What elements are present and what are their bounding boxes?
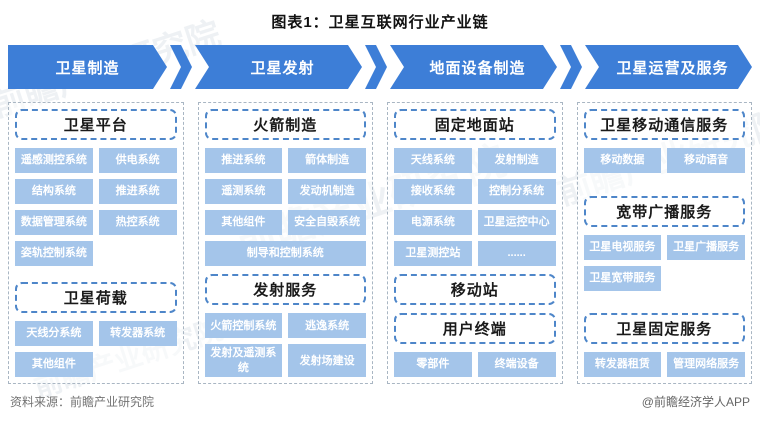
- section-title: 移动站: [394, 274, 556, 305]
- section-satellite-platform: 卫星平台 遥感测控系统 供电系统 结构系统 推进系统 数据管理系统 热控系统 姿…: [15, 109, 177, 266]
- stage-arrow-satellite-manufacturing: 卫星制造: [8, 45, 167, 89]
- chevron-separator-icon: [365, 45, 387, 89]
- stage-arrow-operation-services: 卫星运营及服务: [585, 45, 752, 89]
- chain-item: 其他组件: [15, 352, 93, 377]
- section-fixed-satellite-services: 卫星固定服务 转发器租赁 管理网络服务: [583, 313, 745, 377]
- section-mobile-station: 移动站: [394, 274, 556, 305]
- section-rocket-manufacturing: 火箭制造 推进系统 箭体制造 遥测系统 发动机制造 其他组件 安全自毁系统 制导…: [204, 109, 366, 266]
- section-items: 遥感测控系统 供电系统 结构系统 推进系统 数据管理系统 热控系统 姿轨控制系统: [15, 148, 177, 266]
- chain-item: 其他组件: [204, 210, 283, 235]
- section-title: 宽带广播服务: [583, 195, 745, 227]
- chain-item: 发射制造: [477, 148, 556, 173]
- chain-item: 结构系统: [15, 179, 93, 204]
- chain-item: 姿轨控制系统: [15, 241, 93, 266]
- section-launch-services: 发射服务 火箭控制系统 逃逸系统 发射及遥测系统 发射场建设: [204, 274, 366, 377]
- section-fixed-ground-station: 固定地面站 天线系统 发射制造 接收系统 控制分系统 电源系统 卫星运控中心 卫…: [394, 109, 556, 266]
- credit-note: @前瞻经济学人APP: [641, 395, 750, 409]
- section-items: 卫星电视服务 卫星广播服务 卫星宽带服务: [583, 234, 745, 291]
- chain-item: 发射场建设: [288, 344, 366, 377]
- chain-item: 制导和控制系统: [204, 241, 366, 266]
- section-items: 天线分系统 转发器系统 其他组件: [15, 321, 177, 377]
- chain-item: 遥测系统: [204, 179, 283, 204]
- section-title: 卫星移动通信服务: [583, 109, 745, 140]
- section-user-terminal: 用户终端 零部件 终端设备: [394, 313, 556, 377]
- section-items: 火箭控制系统 逃逸系统 发射及遥测系统 发射场建设: [204, 313, 366, 377]
- section-items: 天线系统 发射制造 接收系统 控制分系统 电源系统 卫星运控中心 卫星测控站 .…: [394, 148, 556, 266]
- chain-item: 移动数据: [583, 148, 662, 173]
- chain-item: 卫星运控中心: [477, 210, 556, 235]
- chain-item: 控制分系统: [477, 179, 556, 204]
- chain-item: 零部件: [394, 352, 472, 377]
- stage-arrow-satellite-launch: 卫星发射: [195, 45, 362, 89]
- column-operation-services: 卫星移动通信服务 移动数据 移动语音 宽带广播服务 卫星电视服务 卫星广播服务 …: [576, 102, 752, 384]
- chain-item: 终端设备: [477, 352, 556, 377]
- section-title: 火箭制造: [204, 109, 366, 140]
- section-title: 卫星平台: [15, 109, 177, 140]
- chain-item: 发射及遥测系统: [204, 344, 283, 377]
- industry-chain-diagram: 图表1：卫星互联网行业产业链 卫星制造 卫星发射 地面设备制造 卫星运营及服务 …: [8, 14, 752, 410]
- chain-columns: 卫星平台 遥感测控系统 供电系统 结构系统 推进系统 数据管理系统 热控系统 姿…: [8, 102, 752, 384]
- column-ground-equipment: 固定地面站 天线系统 发射制造 接收系统 控制分系统 电源系统 卫星运控中心 卫…: [387, 102, 563, 384]
- section-satellite-payload: 卫星荷载 天线分系统 转发器系统 其他组件: [15, 282, 177, 377]
- chain-item: 发动机制造: [288, 179, 366, 204]
- chain-item: 卫星测控站: [394, 241, 472, 266]
- chain-item: 火箭控制系统: [204, 313, 283, 339]
- chain-item: 遥感测控系统: [15, 148, 93, 173]
- section-title: 用户终端: [394, 313, 556, 344]
- section-broadband-broadcast-services: 宽带广播服务 卫星电视服务 卫星广播服务 卫星宽带服务: [583, 195, 745, 291]
- chain-item: 卫星宽带服务: [583, 265, 662, 291]
- source-note: 资料来源：前瞻产业研究院: [10, 395, 155, 409]
- section-title: 卫星固定服务: [583, 313, 745, 344]
- column-satellite-manufacturing: 卫星平台 遥感测控系统 供电系统 结构系统 推进系统 数据管理系统 热控系统 姿…: [8, 102, 184, 384]
- section-title: 发射服务: [204, 274, 366, 306]
- chain-item: 推进系统: [98, 179, 177, 204]
- chain-item: 卫星广播服务: [667, 234, 745, 260]
- chain-item: 转发器租赁: [583, 352, 662, 377]
- chain-item: 天线系统: [394, 148, 472, 173]
- chain-item: 天线分系统: [15, 321, 93, 346]
- section-title: 固定地面站: [394, 109, 556, 140]
- chart-title: 图表1：卫星互联网行业产业链: [271, 14, 489, 31]
- chain-item: 箭体制造: [288, 148, 366, 173]
- section-items: 移动数据 移动语音: [583, 148, 745, 173]
- section-mobile-communication-services: 卫星移动通信服务 移动数据 移动语音: [583, 109, 745, 173]
- chain-item: 热控系统: [98, 210, 177, 235]
- chain-item: 安全自毁系统: [288, 210, 366, 235]
- chain-item: ......: [477, 241, 556, 266]
- section-items: 零部件 终端设备: [394, 352, 556, 377]
- column-satellite-launch: 火箭制造 推进系统 箭体制造 遥测系统 发动机制造 其他组件 安全自毁系统 制导…: [197, 102, 373, 384]
- chain-item: 管理网络服务: [667, 352, 745, 377]
- section-title: 卫星荷载: [15, 282, 177, 313]
- stage-arrow-ground-equipment: 地面设备制造: [390, 45, 557, 89]
- chain-item: 推进系统: [204, 148, 283, 173]
- section-items: 推进系统 箭体制造 遥测系统 发动机制造 其他组件 安全自毁系统 制导和控制系统: [204, 148, 366, 266]
- chain-item: 卫星电视服务: [583, 234, 662, 260]
- chain-item: 转发器系统: [98, 321, 177, 346]
- stage-arrow-bar: 卫星制造 卫星发射 地面设备制造 卫星运营及服务: [8, 45, 752, 89]
- section-items: 转发器租赁 管理网络服务: [583, 352, 745, 377]
- chevron-separator-icon: [170, 45, 192, 89]
- chain-item: 逃逸系统: [288, 313, 366, 339]
- chevron-separator-icon: [560, 45, 582, 89]
- chain-item: 接收系统: [394, 179, 472, 204]
- footer: 资料来源：前瞻产业研究院 @前瞻经济学人APP: [10, 393, 750, 410]
- chain-item: 移动语音: [667, 148, 745, 173]
- chain-item: 数据管理系统: [15, 210, 93, 235]
- chain-item: 电源系统: [394, 210, 472, 235]
- chain-item: 供电系统: [98, 148, 177, 173]
